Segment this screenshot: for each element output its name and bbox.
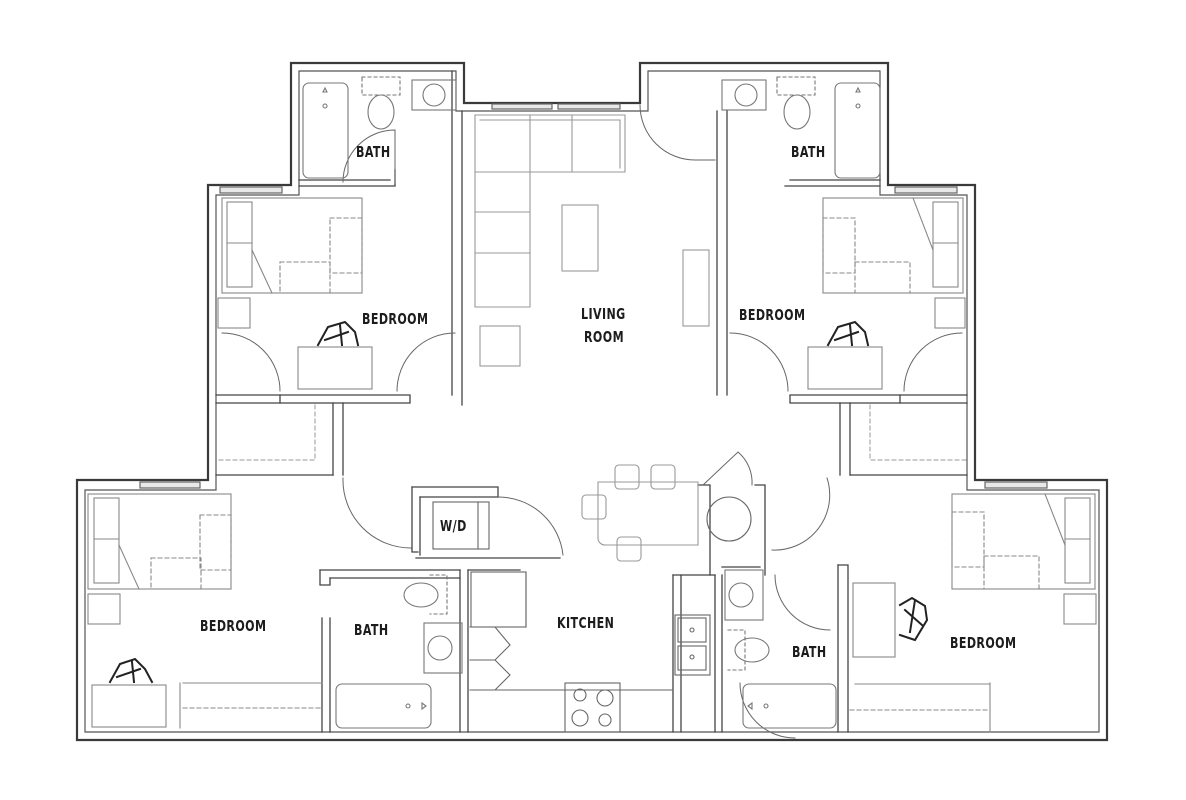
room-label-bath-lower-left: BATH [354,621,389,639]
room-label-living-line2: ROOM [584,328,624,346]
water-heater [706,496,752,542]
laundry-fixture [432,501,490,550]
windows [139,103,1048,489]
kitchen-fixtures [469,571,711,733]
doors [221,104,963,739]
room-label-laundry: W/D [440,517,467,535]
room-label-bath-top-left: BATH [356,143,391,161]
room-label-bedroom-lower-left: BEDROOM [200,617,267,635]
room-label-bath-top-right: BATH [791,143,826,161]
living-furniture [474,114,710,562]
room-label-bath-lower-right: BATH [792,643,827,661]
bedroom-furniture-lower-right [849,493,1097,733]
outer-walls [75,61,1109,742]
bath-fixtures [302,76,881,729]
room-label-living-line1: LIVING [581,305,626,323]
room-label-bedroom-upper-right: BEDROOM [739,306,806,324]
bedroom-furniture-upper-right [807,197,966,390]
bedroom-furniture-upper-left [217,197,373,390]
desk-chair-icons [108,320,929,684]
closets [215,404,968,461]
bedroom-furniture-lower-left [87,493,323,729]
room-label-bedroom-upper-left: BEDROOM [362,310,429,328]
room-label-kitchen: KITCHEN [557,614,615,632]
room-label-bedroom-lower-right: BEDROOM [950,634,1017,652]
outer-walls-inner-line [84,70,1100,733]
interior-walls [215,70,968,733]
